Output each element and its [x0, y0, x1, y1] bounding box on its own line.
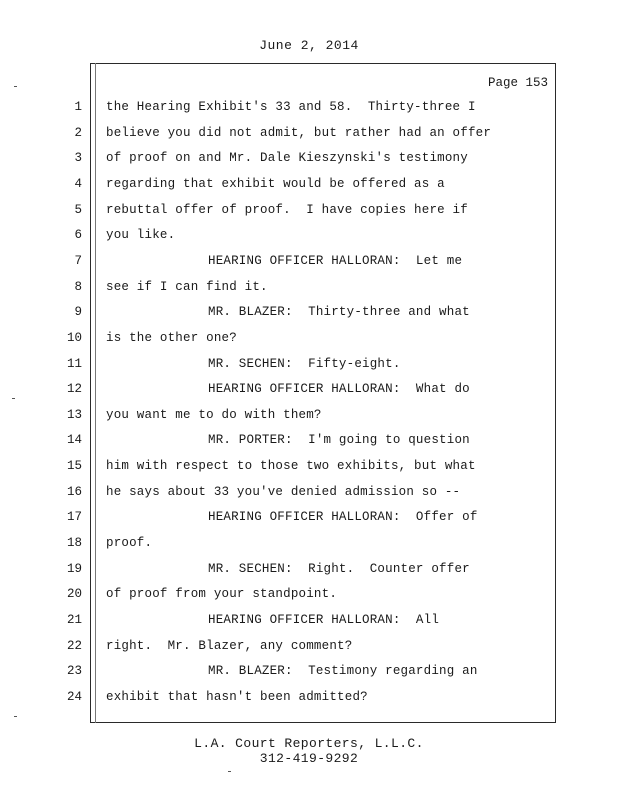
line-text: exhibit that hasn't been admitted?	[106, 690, 368, 704]
line-number: 1	[74, 100, 82, 114]
line-text: proof.	[106, 536, 153, 550]
line-number: 21	[66, 613, 82, 627]
line-number: 11	[66, 357, 82, 371]
line-text: the Hearing Exhibit's 33 and 58. Thirty-…	[106, 100, 476, 114]
line-text: of proof from your standpoint.	[106, 587, 338, 601]
line-number: 7	[74, 254, 82, 268]
line-text: see if I can find it.	[106, 280, 268, 294]
line-number: 5	[74, 203, 82, 217]
line-number: 18	[66, 536, 82, 550]
line-number: 19	[66, 562, 82, 576]
page-number: Page 153	[487, 76, 548, 90]
line-number: 15	[66, 459, 82, 473]
line-text: MR. BLAZER: Thirty-three and what	[208, 305, 470, 319]
line-number: 4	[74, 177, 82, 191]
line-text: right. Mr. Blazer, any comment?	[106, 639, 353, 653]
transcript-date: June 2, 2014	[259, 38, 359, 53]
line-number: 20	[66, 587, 82, 601]
line-number: 3	[74, 151, 82, 165]
footer-phone: 312-419-9292	[259, 751, 359, 766]
line-text: you want me to do with them?	[106, 408, 322, 422]
line-text: HEARING OFFICER HALLORAN: Offer of	[208, 510, 478, 524]
line-text: MR. PORTER: I'm going to question	[208, 433, 470, 447]
line-text: MR. BLAZER: Testimony regarding an	[208, 664, 478, 678]
line-number: 16	[66, 485, 82, 499]
line-number: 9	[74, 305, 82, 319]
line-number: 2	[74, 126, 82, 140]
transcript-frame	[90, 63, 556, 723]
line-number: 8	[74, 280, 82, 294]
line-text: him with respect to those two exhibits, …	[106, 459, 476, 473]
line-number: 10	[66, 331, 82, 345]
line-text: HEARING OFFICER HALLORAN: What do	[208, 382, 470, 396]
line-text: MR. SECHEN: Fifty-eight.	[208, 357, 401, 371]
line-text: is the other one?	[106, 331, 237, 345]
line-number: 22	[66, 639, 82, 653]
line-text: regarding that exhibit would be offered …	[106, 177, 445, 191]
scan-speck	[228, 771, 231, 772]
line-text: of proof on and Mr. Dale Kieszynski's te…	[106, 151, 468, 165]
line-number: 23	[66, 664, 82, 678]
line-text: believe you did not admit, but rather ha…	[106, 126, 492, 140]
line-text: HEARING OFFICER HALLORAN: Let me	[208, 254, 463, 268]
line-number: 6	[74, 228, 82, 242]
line-number: 14	[66, 433, 82, 447]
line-text: MR. SECHEN: Right. Counter offer	[208, 562, 470, 576]
line-number: 17	[66, 510, 82, 524]
scan-speck	[14, 86, 17, 87]
scan-speck	[12, 398, 15, 399]
line-number: 13	[66, 408, 82, 422]
line-text: HEARING OFFICER HALLORAN: All	[208, 613, 440, 627]
line-text: he says about 33 you've denied admission…	[106, 485, 461, 499]
margin-rule	[95, 63, 96, 723]
line-number: 24	[66, 690, 82, 704]
line-number: 12	[66, 382, 82, 396]
footer-company: L.A. Court Reporters, L.L.C.	[194, 736, 424, 751]
line-text: you like.	[106, 228, 176, 242]
line-text: rebuttal offer of proof. I have copies h…	[106, 203, 468, 217]
scan-speck	[14, 716, 17, 717]
